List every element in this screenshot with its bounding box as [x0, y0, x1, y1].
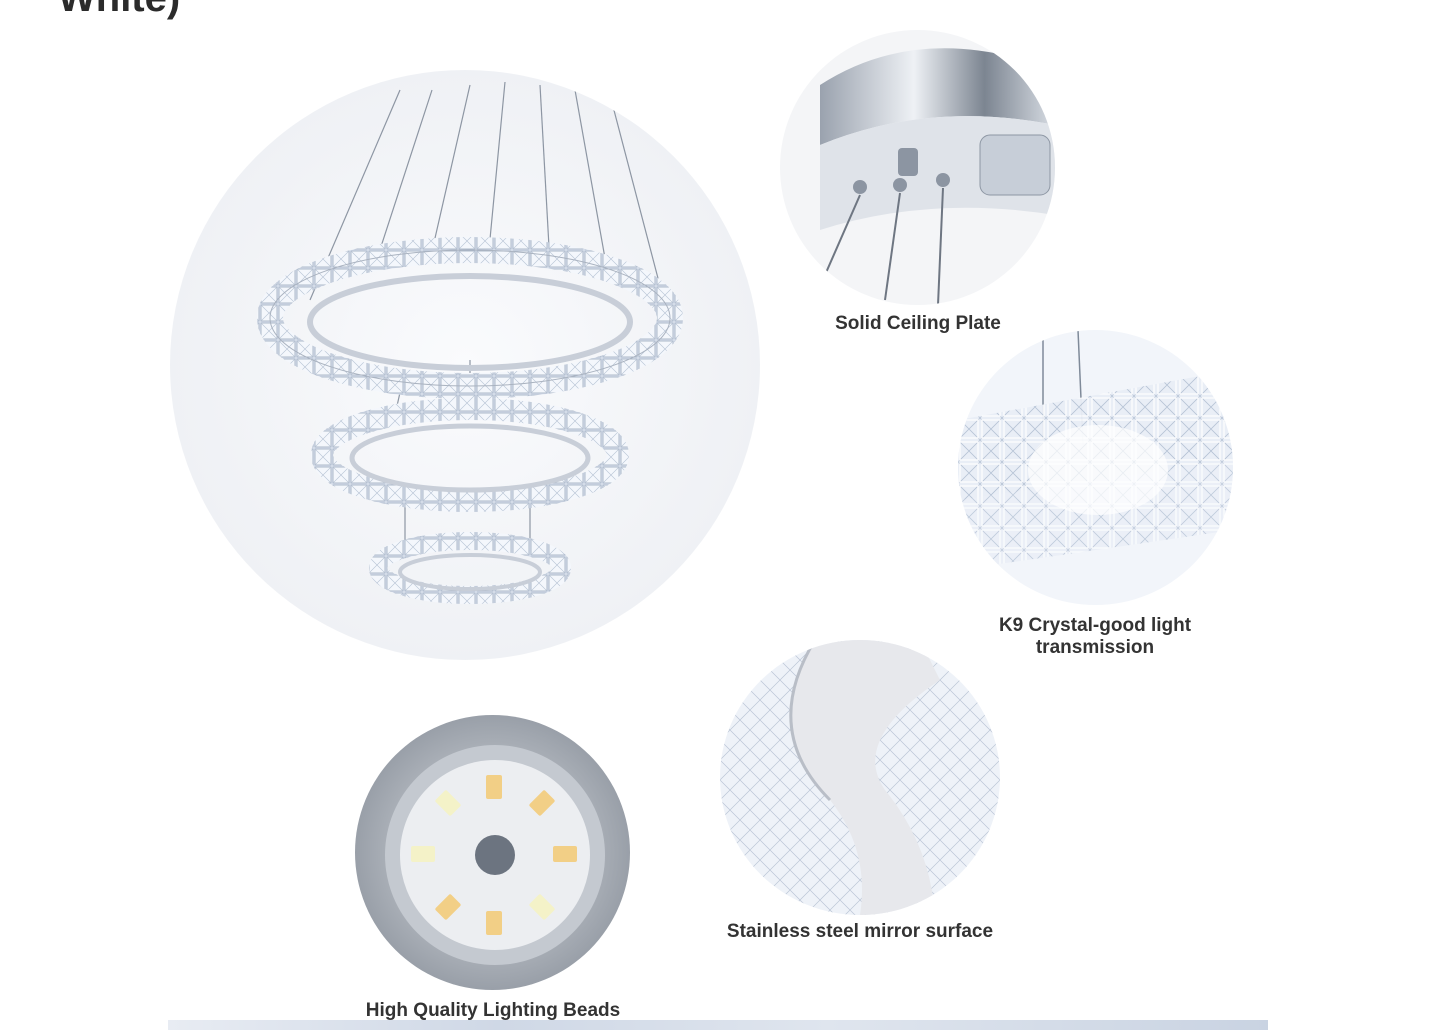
three-ring-chandelier-illustration: [170, 70, 760, 660]
ceiling-plate-caption: Solid Ceiling Plate: [835, 313, 1001, 334]
lighting-beads-caption: High Quality Lighting Beads: [365, 1000, 621, 1021]
bottom-image-strip: [168, 1020, 1268, 1030]
k9-crystal-caption: K9 Crystal-good light transmission: [955, 615, 1235, 659]
stainless-steel-illustration: [720, 640, 1000, 915]
stainless-steel-image: [720, 640, 1000, 915]
k9-crystal-illustration: [958, 330, 1233, 605]
ceiling-plate-image: [780, 30, 1055, 305]
lighting-beads-image: [355, 715, 630, 990]
stainless-steel-caption: Stainless steel mirror surface: [726, 921, 994, 942]
k9-crystal-caption-line1: K9 Crystal-good light: [998, 615, 1192, 636]
main-chandelier-image: [170, 70, 760, 660]
led-module-illustration: [355, 715, 630, 990]
ceiling-plate-illustration: [780, 30, 1055, 305]
k9-crystal-caption-line2: transmission: [1035, 637, 1155, 658]
page-title-fragment: White): [58, 0, 180, 18]
k9-crystal-image: [958, 330, 1233, 605]
